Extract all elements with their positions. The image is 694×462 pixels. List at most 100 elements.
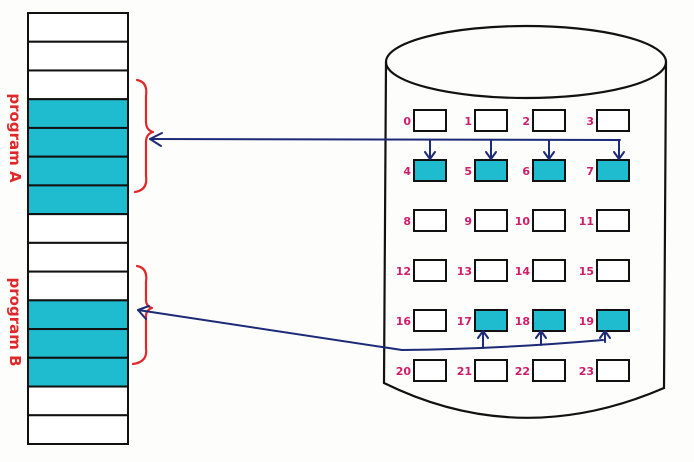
disk-block-number: 3 — [586, 115, 594, 128]
disk-block-11: 11 — [579, 209, 630, 232]
disk-block-box — [474, 109, 508, 132]
down-arrow-5 — [485, 139, 497, 160]
disk-block-box — [532, 359, 566, 382]
disk-block-number: 0 — [403, 115, 411, 128]
disk-block-number: 20 — [396, 365, 412, 378]
disk-block-3: 3 — [586, 109, 630, 132]
disk-block-10: 10 — [515, 209, 566, 232]
disk-block-number: 9 — [464, 215, 472, 228]
memory-frame-7 — [27, 213, 129, 244]
disk-block-box — [596, 359, 630, 382]
up-arrow-19 — [599, 330, 611, 343]
disk-block-number: 7 — [586, 165, 594, 178]
memory-frame-14 — [27, 414, 129, 445]
memory-frame-2 — [27, 69, 129, 101]
disk-block-box — [474, 309, 508, 332]
disk-block-box — [474, 359, 508, 382]
disk-block-1: 1 — [464, 109, 508, 132]
disk-block-number: 21 — [457, 365, 472, 378]
disk-block-16: 16 — [396, 309, 447, 332]
disk-block-number: 11 — [579, 215, 594, 228]
disk-block-box — [413, 159, 447, 182]
disk-block-number: 10 — [515, 215, 531, 228]
page-down-arrows — [424, 139, 625, 160]
disk-block-number: 6 — [522, 165, 530, 178]
disk-block-5: 5 — [464, 159, 508, 182]
disk-block-box — [413, 359, 447, 382]
disk-block-box — [474, 159, 508, 182]
memory-frame-4 — [27, 126, 129, 158]
page-up-arrows — [477, 330, 611, 349]
memory-frame-3 — [27, 98, 129, 129]
disk-block-box — [596, 309, 630, 332]
disk-block-2: 2 — [522, 109, 566, 132]
disk-block-number: 15 — [579, 265, 594, 278]
up-arrow-18 — [535, 330, 547, 346]
disk-block-box — [532, 309, 566, 332]
disk-cylinder — [382, 24, 668, 419]
disk-block-17: 17 — [457, 309, 508, 332]
disk-block-number: 18 — [515, 315, 530, 328]
disk-block-13: 13 — [457, 259, 508, 282]
program-a-label: program A — [6, 93, 24, 183]
program-a-arrow — [149, 138, 621, 141]
program-a-brace — [133, 78, 155, 194]
disk-block-7: 7 — [586, 159, 630, 182]
disk-block-box — [532, 259, 566, 282]
disk-block-number: 16 — [396, 315, 412, 328]
disk-block-box — [596, 259, 630, 282]
disk-block-12: 12 — [396, 259, 447, 282]
disk-block-number: 13 — [457, 265, 472, 278]
memory-frame-9 — [27, 270, 129, 302]
disk-block-box — [474, 209, 508, 232]
up-arrow-17 — [477, 330, 489, 349]
disk-block-number: 1 — [464, 115, 472, 128]
disk-block-number: 19 — [579, 315, 594, 328]
down-arrow-6 — [543, 139, 555, 160]
disk-block-box — [596, 109, 630, 132]
down-arrow-4 — [424, 139, 436, 160]
disk-block-number: 4 — [403, 165, 411, 178]
disk-block-22: 22 — [515, 359, 566, 382]
disk-block-number: 14 — [515, 265, 531, 278]
disk-block-15: 15 — [579, 259, 630, 282]
disk-block-19: 19 — [579, 309, 630, 332]
memory-frame-8 — [27, 241, 129, 273]
disk-block-box — [596, 159, 630, 182]
memory-frame-10 — [27, 299, 129, 331]
disk-block-box — [532, 109, 566, 132]
disk-block-box — [532, 159, 566, 182]
disk-block-number: 17 — [457, 315, 472, 328]
memory-frame-6 — [27, 184, 129, 216]
disk-block-14: 14 — [515, 259, 566, 282]
disk-block-number: 23 — [579, 365, 594, 378]
disk-block-number: 22 — [515, 365, 530, 378]
memory-frame-12 — [27, 356, 129, 388]
program-a-arrowhead — [149, 132, 163, 147]
down-arrow-7 — [613, 139, 625, 160]
disk-block-box — [596, 209, 630, 232]
disk-block-6: 6 — [522, 159, 566, 182]
physical-memory-column — [27, 12, 129, 445]
disk-block-0: 0 — [403, 109, 447, 132]
disk-block-number: 2 — [522, 115, 530, 128]
program-b-arrow — [137, 309, 604, 351]
disk-block-box — [413, 259, 447, 282]
disk-block-21: 21 — [457, 359, 508, 382]
disk-block-box — [413, 109, 447, 132]
program-b-arrowhead — [137, 305, 150, 320]
memory-frame-11 — [27, 328, 129, 359]
program-b-label: program B — [6, 278, 24, 367]
program-b-brace — [131, 264, 154, 366]
disk-block-18: 18 — [515, 309, 566, 332]
memory-frame-0 — [27, 12, 129, 43]
disk-block-9: 9 — [464, 209, 508, 232]
disk-block-20: 20 — [396, 359, 447, 382]
memory-frame-5 — [27, 155, 129, 187]
disk-block-box — [413, 309, 447, 332]
disk-block-23: 23 — [579, 359, 630, 382]
disk-block-box — [532, 209, 566, 232]
disk-block-4: 4 — [403, 159, 447, 182]
